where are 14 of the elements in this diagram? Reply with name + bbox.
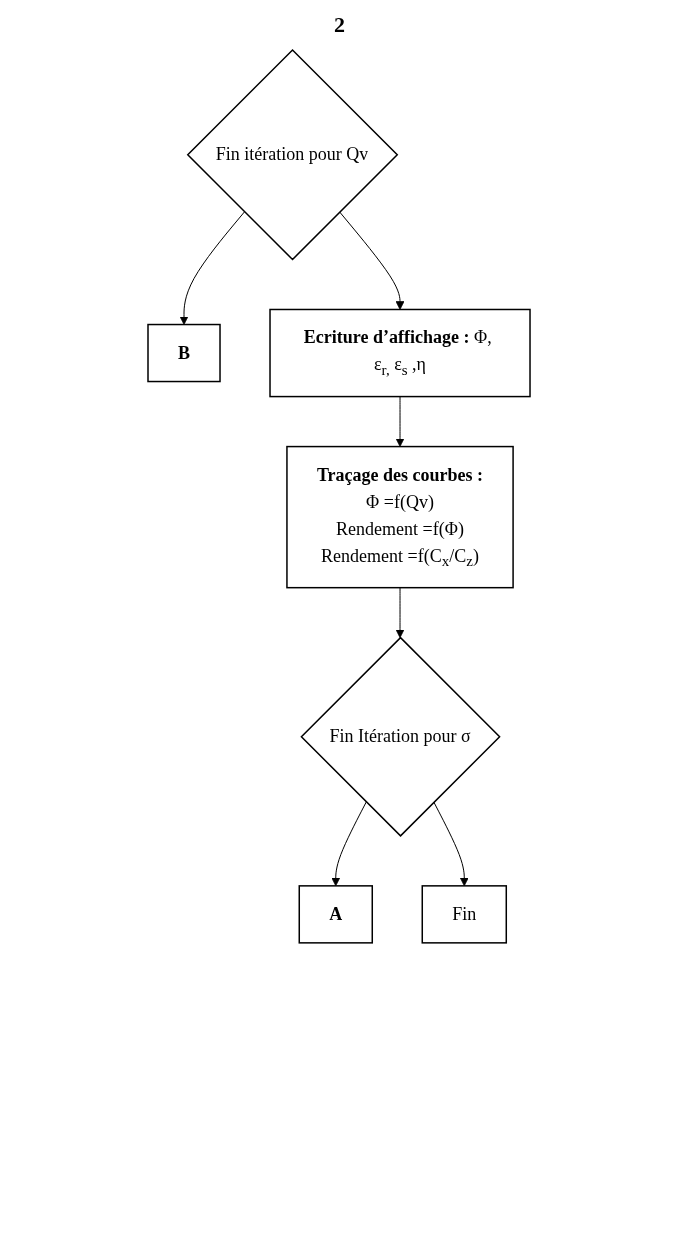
arrow xyxy=(433,801,470,887)
node-diamond: Fin itération pour Qv xyxy=(187,48,399,261)
arrow xyxy=(396,587,405,639)
node-box: A xyxy=(299,885,374,944)
arrow xyxy=(331,801,368,887)
arrow xyxy=(396,396,405,447)
node-box: Traçage des courbes : Φ =f(Qv) Rendement =f(Φ) Rendement =f(C$_{x}$/C$_{z}$) xyxy=(286,445,515,589)
node-box: B xyxy=(147,323,222,383)
arrow xyxy=(180,211,246,325)
arrow xyxy=(339,211,405,310)
node-box: Ecriture d’affichage : Φ, ε$_{r,}$ ε$_{s}$ ,η xyxy=(269,308,532,398)
node-diamond: Fin Itération pour σ xyxy=(300,636,502,837)
node-box: Fin xyxy=(422,885,508,944)
page-number: 2 xyxy=(333,12,346,38)
